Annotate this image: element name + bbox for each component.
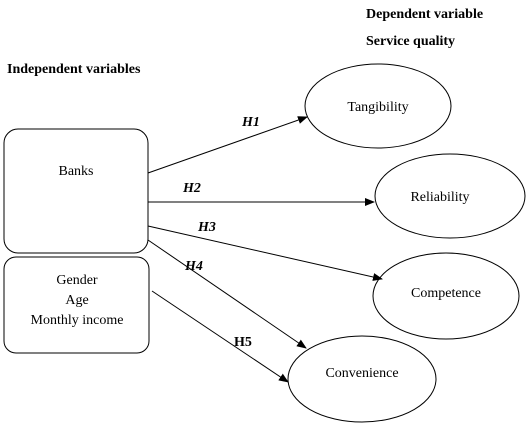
h1-arrow bbox=[147, 116, 308, 174]
age-label: Age bbox=[65, 293, 88, 308]
gender-label: Gender bbox=[56, 273, 98, 288]
h3-arrow bbox=[147, 225, 383, 281]
tangibility-label: Tangibility bbox=[347, 100, 408, 115]
service-quality-heading: Service quality bbox=[366, 34, 455, 49]
competence-node: Competence bbox=[372, 252, 520, 340]
h4-label: H4 bbox=[184, 259, 203, 274]
h4-arrow bbox=[147, 239, 307, 349]
dependent-variable-heading: Dependent variable bbox=[366, 7, 483, 22]
h5-label: H5 bbox=[234, 335, 252, 350]
h1-label: H1 bbox=[241, 115, 260, 130]
monthly-income-label: Monthly income bbox=[31, 313, 124, 328]
demographics-box bbox=[3, 256, 150, 354]
banks-node: Banks bbox=[3, 128, 149, 254]
h2-label: H2 bbox=[182, 181, 201, 196]
competence-ellipse bbox=[372, 252, 520, 340]
banks-label: Banks bbox=[59, 164, 94, 179]
reliability-node: Reliability bbox=[374, 153, 526, 239]
convenience-node: Convenience bbox=[287, 335, 437, 423]
convenience-label: Convenience bbox=[325, 366, 398, 381]
banks-box bbox=[3, 128, 149, 254]
h5-arrow bbox=[151, 290, 289, 383]
tangibility-node: Tangibility bbox=[304, 63, 452, 149]
independent-variables-heading: Independent variables bbox=[7, 62, 141, 77]
demographics-node: Gender Age Monthly income bbox=[3, 256, 150, 354]
reliability-ellipse bbox=[374, 153, 526, 239]
reliability-label: Reliability bbox=[410, 190, 469, 205]
h3-label: H3 bbox=[197, 220, 216, 235]
competence-label: Competence bbox=[411, 286, 481, 301]
tangibility-ellipse bbox=[304, 63, 452, 149]
